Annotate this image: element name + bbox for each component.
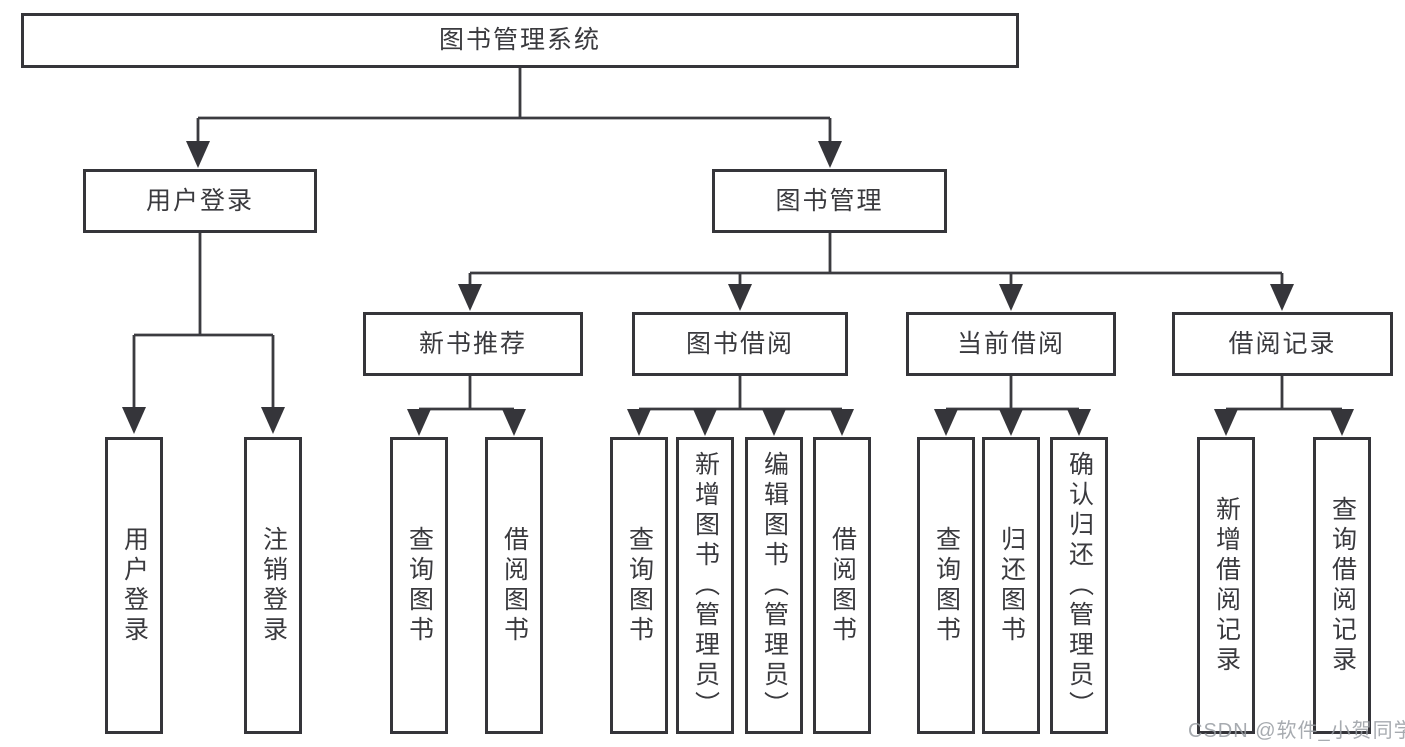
- leaf-br-query-record-label: 查询借阅记录: [1328, 495, 1357, 676]
- node-borrowing-records: 借阅记录: [1172, 312, 1393, 376]
- leaf-cb-query-books: 查询图书: [917, 437, 975, 734]
- leaf-bb-borrow-books: 借阅图书: [813, 437, 871, 734]
- node-book-borrowing: 图书借阅: [632, 312, 848, 376]
- leaf-logout: 注销登录: [244, 437, 302, 734]
- node-book-borrowing-label: 图书借阅: [685, 329, 794, 358]
- leaf-user-login-label: 用户登录: [120, 525, 149, 646]
- node-book-management: 图书管理: [712, 169, 947, 233]
- leaf-cb-confirm-return-admin-label: 确认归还（管理员）: [1065, 450, 1094, 721]
- leaf-nbr-query-books: 查询图书: [390, 437, 448, 734]
- leaf-cb-confirm-return-admin: 确认归还（管理员）: [1050, 437, 1108, 734]
- leaf-bb-query-books-label: 查询图书: [625, 525, 654, 646]
- node-root: 图书管理系统: [21, 13, 1019, 68]
- leaf-nbr-query-books-label: 查询图书: [405, 525, 434, 646]
- leaf-bb-borrow-books-label: 借阅图书: [828, 525, 857, 646]
- arrowhead-icons: [122, 141, 1354, 436]
- node-current-borrowing: 当前借阅: [906, 312, 1116, 376]
- leaf-br-add-record: 新增借阅记录: [1197, 437, 1255, 734]
- node-user-login: 用户登录: [83, 169, 317, 233]
- leaf-bb-edit-book-admin: 编辑图书（管理员）: [745, 437, 803, 734]
- leaf-cb-return-books: 归还图书: [982, 437, 1040, 734]
- leaf-bb-edit-book-admin-label: 编辑图书（管理员）: [760, 450, 789, 721]
- leaf-bb-query-books: 查询图书: [610, 437, 668, 734]
- leaf-nbr-borrow-books: 借阅图书: [485, 437, 543, 734]
- leaf-user-login: 用户登录: [105, 437, 163, 734]
- node-root-label: 图书管理系统: [438, 26, 601, 54]
- node-user-login-label: 用户登录: [145, 186, 254, 215]
- leaf-br-query-record: 查询借阅记录: [1313, 437, 1371, 734]
- node-current-borrowing-label: 当前借阅: [956, 329, 1065, 358]
- leaf-nbr-borrow-books-label: 借阅图书: [500, 525, 529, 646]
- watermark: CSDN @软件_小贺同学: [1188, 720, 1405, 742]
- leaf-br-add-record-label: 新增借阅记录: [1212, 495, 1241, 676]
- node-borrowing-records-label: 借阅记录: [1228, 329, 1337, 358]
- node-new-book-recommend-label: 新书推荐: [418, 329, 527, 358]
- leaf-cb-return-books-label: 归还图书: [997, 525, 1026, 646]
- node-book-management-label: 图书管理: [775, 186, 884, 215]
- leaf-logout-label: 注销登录: [259, 525, 288, 646]
- leaf-bb-add-book-admin-label: 新增图书（管理员）: [691, 450, 720, 721]
- node-new-book-recommend: 新书推荐: [363, 312, 583, 376]
- leaf-cb-query-books-label: 查询图书: [932, 525, 961, 646]
- leaf-bb-add-book-admin: 新增图书（管理员）: [676, 437, 734, 734]
